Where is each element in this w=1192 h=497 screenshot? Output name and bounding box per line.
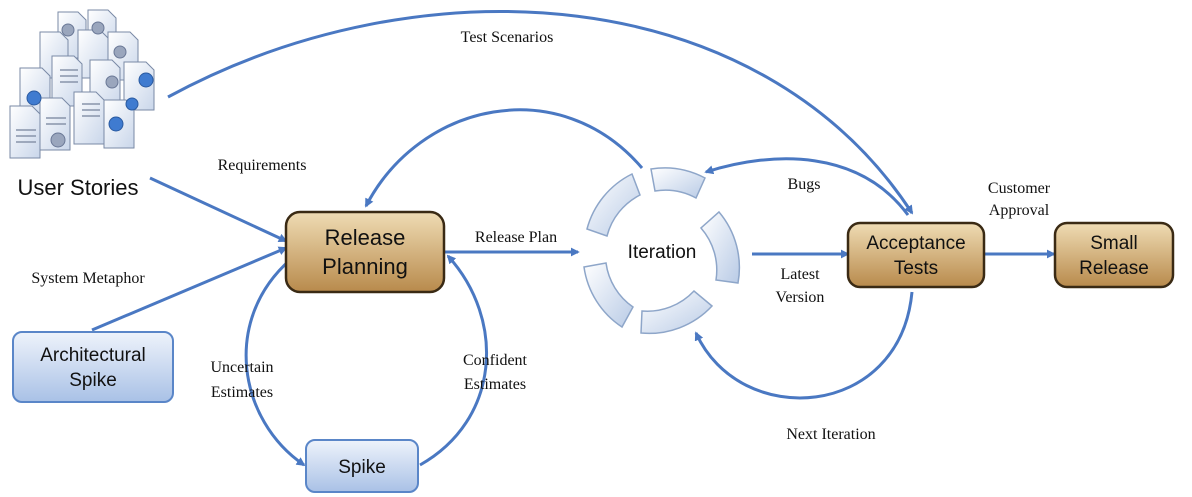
architectural-spike-label-line2: Spike xyxy=(69,370,117,391)
bugs-label: Bugs xyxy=(788,176,821,193)
uncertain-estimates-label-line2: Estimates xyxy=(211,384,273,401)
release-plan-label: Release Plan xyxy=(475,229,557,246)
next-iteration-label: Next Iteration xyxy=(786,426,875,443)
arrow-bugs xyxy=(704,157,910,216)
arrow-system-metaphor xyxy=(91,246,288,332)
confident-estimates-label-line2: Estimates xyxy=(464,376,526,393)
spike-label: Spike xyxy=(338,457,386,478)
user-stories-document-icon xyxy=(9,9,155,159)
iteration-segment xyxy=(699,210,741,284)
arrow-uncertain-estimates xyxy=(244,258,306,467)
iteration-segment xyxy=(586,172,641,237)
spike-node: Spike xyxy=(305,439,419,493)
small-release-label-line1: Small xyxy=(1090,233,1138,254)
iteration-cycle xyxy=(583,167,741,335)
small-release-label-line2: Release xyxy=(1079,258,1149,279)
latest-version-label-line2: Version xyxy=(776,289,825,306)
release-planning-node: Release Planning xyxy=(284,210,446,294)
customer-approval-label-line1: Customer xyxy=(988,180,1051,197)
arrow-next-iteration xyxy=(694,291,914,400)
architectural-spike-node: Architectural Spike xyxy=(12,331,174,403)
uncertain-estimates-label-line1: Uncertain xyxy=(210,359,273,376)
release-planning-label-line2: Planning xyxy=(322,254,408,279)
info-icon xyxy=(26,72,154,132)
iteration-segment xyxy=(650,167,706,200)
iteration-segment xyxy=(583,262,634,329)
arrow-confident-estimates xyxy=(419,254,488,467)
document-text-lines xyxy=(16,69,100,143)
iteration-segment xyxy=(640,289,714,335)
acceptance-tests-label-line2: Tests xyxy=(894,258,938,279)
user-stories-label: User Stories xyxy=(17,175,138,200)
latest-version-label-line1: Latest xyxy=(780,266,820,283)
customer-approval-label-line2: Approval xyxy=(989,202,1050,219)
arrow-iteration-to-planning xyxy=(364,108,644,208)
acceptance-tests-node: Acceptance Tests xyxy=(846,221,986,289)
requirements-label: Requirements xyxy=(218,157,307,174)
arrow-test-scenarios xyxy=(167,10,914,215)
acceptance-tests-label-line1: Acceptance xyxy=(866,233,965,254)
system-metaphor-label: System Metaphor xyxy=(31,270,145,287)
arrow-requirements xyxy=(149,176,288,243)
architectural-spike-label-line1: Architectural xyxy=(40,345,146,366)
iteration-label: Iteration xyxy=(628,242,697,263)
release-planning-label-line1: Release xyxy=(325,225,406,250)
test-scenarios-label: Test Scenarios xyxy=(461,29,554,46)
confident-estimates-label-line1: Confident xyxy=(463,352,528,369)
small-release-node: Small Release xyxy=(1053,221,1175,289)
arrows xyxy=(91,10,1056,467)
gear-icon xyxy=(50,21,127,148)
